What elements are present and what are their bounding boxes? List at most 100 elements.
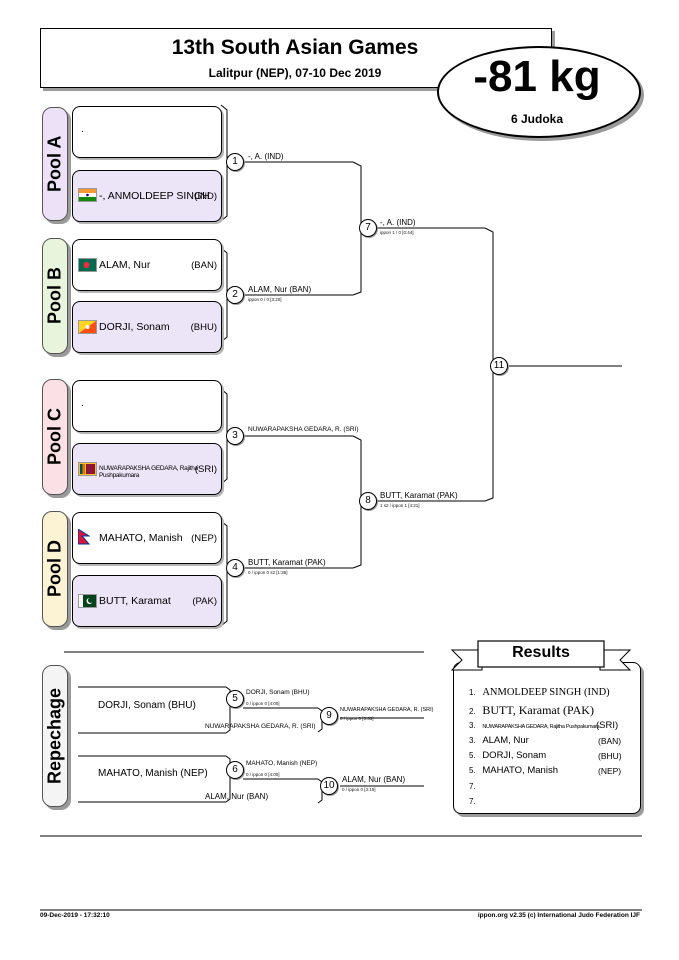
flag-pak-icon xyxy=(78,594,97,608)
flag-bhu-icon xyxy=(78,320,97,334)
flag-nep-icon xyxy=(78,529,90,545)
event-title: 13th South Asian Games xyxy=(171,36,419,59)
repechage-1-loser: NUWARAPAKSHA GEDARA, R. (SRI) xyxy=(205,723,316,730)
match-7-score: ippon 1 / 0 [0:44] xyxy=(380,230,414,235)
result-row-1: 1. ANMOLDEEP SINGH (IND) xyxy=(469,687,610,698)
flag-ind-icon xyxy=(78,188,97,202)
match-6-winner: MAHATO, Manish (NEP) xyxy=(246,760,318,767)
slot-nat: (PAK) xyxy=(192,596,217,607)
slot-nat: (IND) xyxy=(194,191,217,202)
slot-nat: (SRI) xyxy=(194,464,217,475)
slot-name: MAHATO, Manish xyxy=(99,532,183,544)
result-row-8: 7. xyxy=(469,796,476,807)
result-row-5: 5. DORJI, Sonam xyxy=(469,750,546,761)
match-9-number: 9 xyxy=(320,707,338,725)
slot-b1: ALAM, Nur (BAN) xyxy=(72,239,222,291)
match-8-number: 8 xyxy=(359,492,377,510)
result-place: 7. xyxy=(469,782,476,791)
match-5-score: 0 / ippon 0 [4:00] xyxy=(246,701,280,706)
slot-name: -, ANMOLDEEP SINGH xyxy=(99,190,210,202)
result-place: 2. xyxy=(469,707,476,716)
result-row-2: 2. BUTT, Karamat (PAK) xyxy=(469,703,594,718)
result-place: 3. xyxy=(469,721,476,730)
match-4-score: 0 / ippon 0 s2 [1:36] xyxy=(248,570,288,575)
match-8-winner: BUTT, Karamat (PAK) xyxy=(380,491,458,500)
footer-timestamp: 09-Dec-2019 - 17:32:10 xyxy=(40,912,110,919)
flag-ban-icon xyxy=(78,258,97,272)
match-4-winner: BUTT, Karamat (PAK) xyxy=(248,558,326,567)
slot-d2: BUTT, Karamat (PAK) xyxy=(72,575,222,627)
match-1-winner: -, A. (IND) xyxy=(248,152,284,161)
match-7-winner: -, A. (IND) xyxy=(380,218,416,227)
slot-name: NUWARAPAKSHA GEDARA, Rajitha Pushpakumar… xyxy=(99,465,198,479)
result-place: 3. xyxy=(469,736,476,745)
slot-b2: DORJI, Sonam (BHU) xyxy=(72,301,222,353)
slot-d1: MAHATO, Manish (NEP) xyxy=(72,512,222,564)
match-9-winner: NUWARAPAKSHA GEDARA, R. (SRI) xyxy=(340,707,434,713)
match-6-number: 6 xyxy=(226,761,244,779)
slot-c1: . xyxy=(72,380,222,432)
repechage-tab: Repechage xyxy=(42,665,68,807)
result-place: 7. xyxy=(469,797,476,806)
match-5-winner: DORJI, Sonam (BHU) xyxy=(246,689,310,696)
match-6-score: 0 / ippon 0 [4:00] xyxy=(246,772,280,777)
slot-name: BUTT, Karamat xyxy=(99,595,171,607)
result-row-4: 3. ALAM, Nur xyxy=(469,735,529,746)
pool-c-label: Pool C xyxy=(44,408,65,466)
weight-class: -81 kg xyxy=(473,52,601,101)
pool-a-label: Pool A xyxy=(44,135,65,193)
repechage-label: Repechage xyxy=(44,687,65,785)
result-nat-5: (BHU) xyxy=(598,751,622,761)
result-row-6: 5. MAHATO, Manish xyxy=(469,765,558,776)
match-5-number: 5 xyxy=(226,690,244,708)
slot-c2: NUWARAPAKSHA GEDARA, Rajitha Pushpakumar… xyxy=(72,443,222,495)
result-place: 5. xyxy=(469,766,476,775)
flag-sri-icon xyxy=(78,462,97,476)
result-place: 1. xyxy=(469,688,476,697)
result-nat-6: (NEP) xyxy=(598,766,622,776)
result-place: 5. xyxy=(469,751,476,760)
repechage-2-name: MAHATO, Manish (NEP) xyxy=(98,768,208,779)
results-ribbon xyxy=(450,640,632,671)
pool-d-tab: Pool D xyxy=(42,511,68,627)
weight-oval xyxy=(437,46,641,138)
pool-a-tab: Pool A xyxy=(42,107,68,221)
result-nat-3: (SRI) xyxy=(596,720,619,731)
result-name: DORJI, Sonam xyxy=(482,750,547,761)
pool-c-tab: Pool C xyxy=(42,379,68,495)
match-8-score: 1 s2 / ippon 1 [4:21] xyxy=(380,503,420,508)
slot-nat: (NEP) xyxy=(191,533,217,544)
match-2-number: 2 xyxy=(226,286,244,304)
slot-name: ALAM, Nur xyxy=(99,259,151,271)
match-11-number: 11 xyxy=(490,357,508,375)
result-row-7: 7. xyxy=(469,781,476,792)
slot-a1: . xyxy=(72,106,222,158)
slot-name: . xyxy=(81,123,84,135)
match-2-score: ippon 0 / 0 [3:20] xyxy=(248,297,282,302)
event-subtitle: Lalitpur (NEP), 07-10 Dec 2019 xyxy=(208,66,382,80)
slot-name: . xyxy=(81,397,84,409)
pool-b-label: Pool B xyxy=(44,267,65,325)
match-7-number: 7 xyxy=(359,219,377,237)
results-box xyxy=(453,662,641,814)
result-name: BUTT, Karamat (PAK) xyxy=(482,703,594,717)
repechage-2-loser: ALAM, Nur (BAN) xyxy=(205,792,269,801)
match-3-number: 3 xyxy=(226,427,244,445)
match-4-number: 4 xyxy=(226,559,244,577)
pool-b-tab: Pool B xyxy=(42,238,68,354)
judoka-count: 6 Judoka xyxy=(510,112,564,126)
repechage-1-name: DORJI, Sonam (BHU) xyxy=(98,700,196,711)
match-1-number: 1 xyxy=(226,153,244,171)
slot-nat: (BHU) xyxy=(190,322,217,333)
result-name: ALAM, Nur xyxy=(482,735,529,746)
match-3-winner: NUWARAPAKSHA GEDARA, R. (SRI) xyxy=(248,426,359,433)
pool-d-label: Pool D xyxy=(44,540,65,598)
match-9-score: 0 / ippon 0 [3:53] xyxy=(340,716,374,721)
slot-a2: -, ANMOLDEEP SINGH (IND) xyxy=(72,170,222,222)
footer-credit: ippon.org v2.35 (c) International Judo F… xyxy=(477,912,640,919)
result-name: NUWARAPAKSHA GEDARA, Rajitha Pushpakumar… xyxy=(482,724,600,730)
match-2-winner: ALAM, Nur (BAN) xyxy=(248,285,312,294)
result-name: MAHATO, Manish xyxy=(482,765,558,776)
match-10-winner: ALAM, Nur (BAN) xyxy=(342,775,406,784)
